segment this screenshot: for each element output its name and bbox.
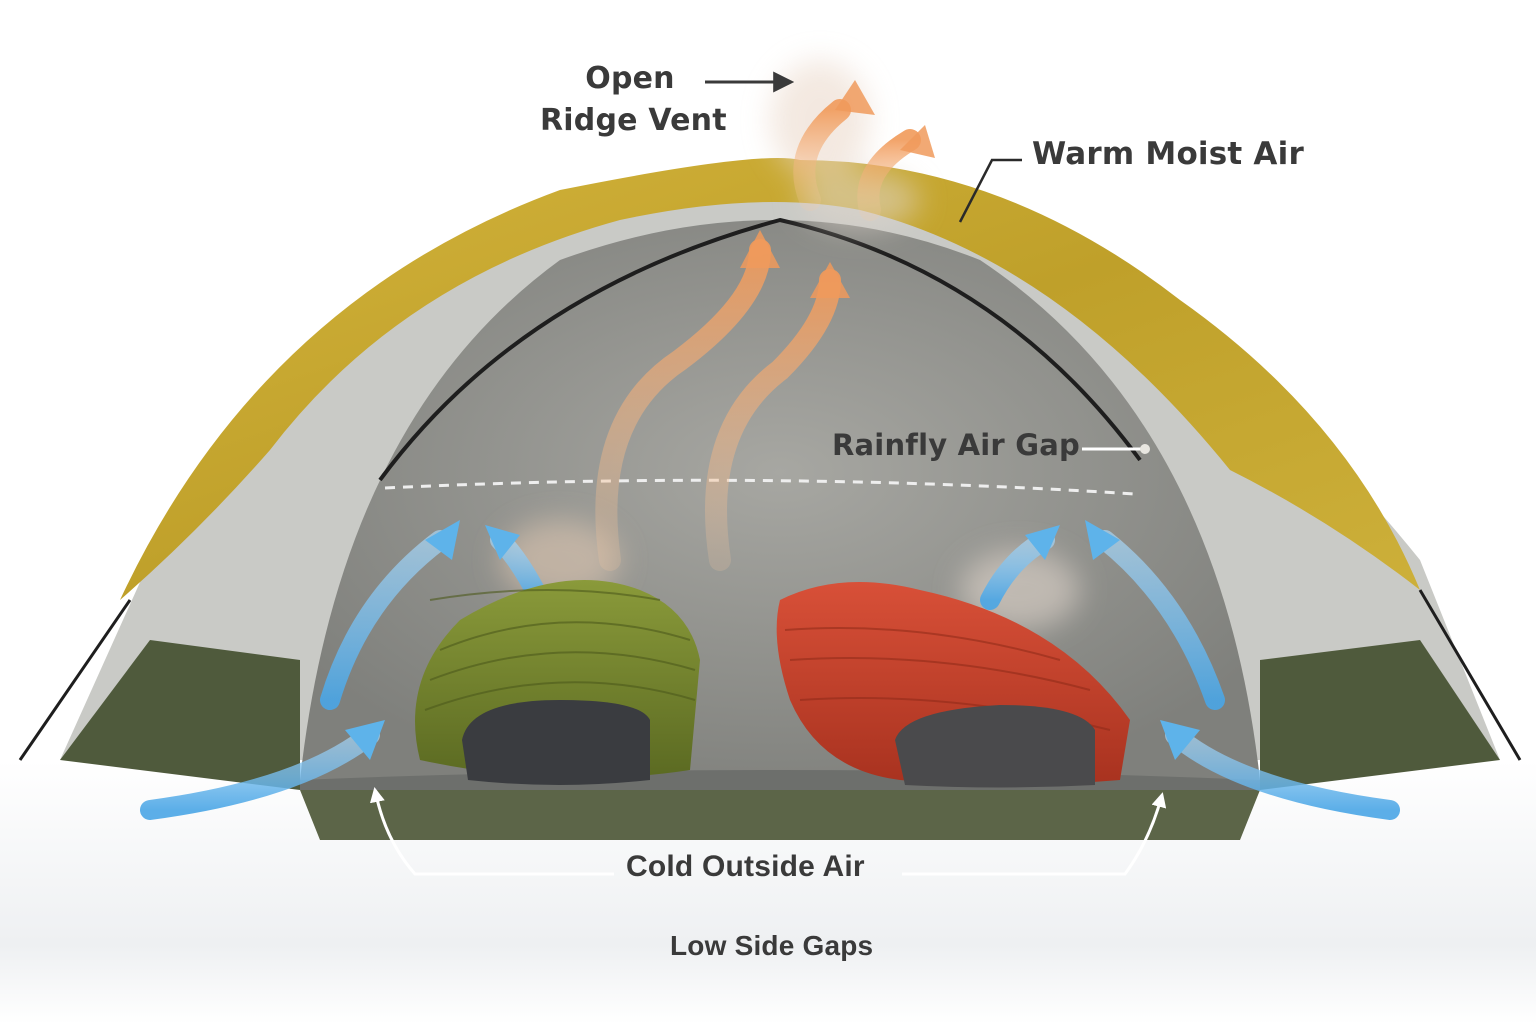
vapor-cloud	[500, 60, 1080, 630]
label-low-side-gaps: Low Side Gaps	[670, 930, 874, 961]
warm-arrow-heads	[740, 80, 935, 298]
inner-tent	[60, 200, 1500, 840]
label-open-ridge-vent: Open Ridge Vent	[540, 58, 727, 142]
cold-arrow-1	[140, 725, 380, 820]
bathtub-floor	[300, 790, 1260, 840]
warm-arrow-1	[595, 239, 771, 571]
sleeping-bag-right-hood	[895, 705, 1095, 788]
warm-arrow-3	[793, 99, 851, 211]
cold-arrow-4	[1165, 725, 1400, 820]
warm-arrow-2	[705, 269, 841, 571]
label-open: Open	[585, 61, 675, 96]
rainfly	[18, 158, 1522, 761]
rainfly-gap-dot	[1140, 444, 1150, 454]
sleeping-bag-left-hood	[462, 700, 650, 785]
warm-air-leader	[958, 158, 1022, 223]
cold-air-leader-left	[370, 787, 614, 876]
warm-air-arrows	[595, 99, 921, 571]
label-rainfly-air-gap: Rainfly Air Gap	[832, 428, 1080, 462]
sleeping-bag-left	[415, 580, 700, 785]
cold-arrow-heads	[345, 520, 1200, 760]
cold-air-leader-right	[902, 792, 1167, 876]
cold-arrow-2	[320, 530, 450, 710]
label-cold-outside-air: Cold Outside Air	[626, 850, 865, 883]
cold-arrow-5	[1095, 530, 1225, 710]
label-warm-moist-air: Warm Moist Air	[1032, 136, 1304, 172]
sleeping-bag-right	[776, 582, 1130, 788]
cold-air-arrows	[140, 530, 1400, 820]
label-ridge-vent: Ridge Vent	[540, 103, 727, 138]
warm-arrow-4	[857, 129, 921, 221]
